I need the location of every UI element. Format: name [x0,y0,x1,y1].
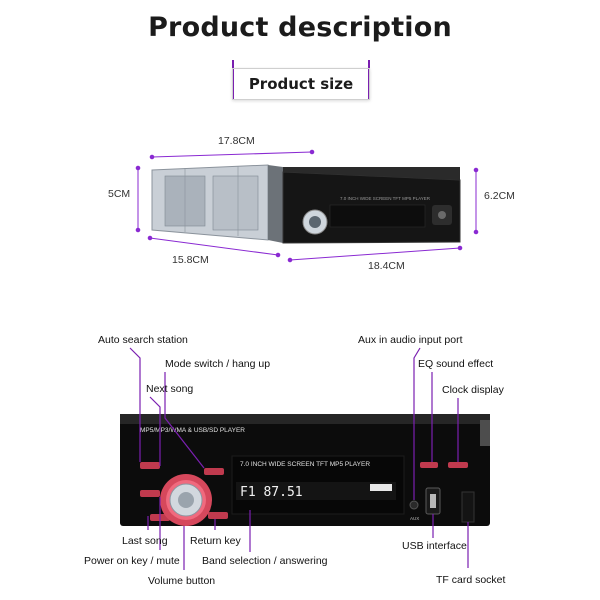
label-last-song: Last song [122,535,168,547]
dim-depth-chassis: 15.8CM [172,254,209,266]
label-eq: EQ sound effect [418,358,494,370]
dim-width-top: 17.8CM [218,135,255,147]
radio-front-view [120,414,490,526]
section-heading: Product size [232,68,370,100]
label-next-song: Next song [146,383,194,395]
dim-depth-total: 18.4CM [368,260,405,272]
panel-model-text: MP5/MP3/WMA & USB/SD PLAYER [140,427,245,434]
top-photo-caption: 7.0 INCH WIDE SCREEN TFT MP5 PLAYER [340,196,431,201]
label-auto-search: Auto search station [98,334,188,346]
label-mode-switch: Mode switch / hang up [165,358,271,370]
label-tf-card: TF card socket [436,574,506,586]
section-heading-label: Product size [248,75,354,93]
screen-caption: 7.0 INCH WIDE SCREEN TFT MP5 PLAYER [240,461,370,468]
dim-height-right: 6.2CM [484,190,515,202]
label-return-key: Return key [190,535,241,547]
radio-side-view [151,164,461,244]
label-usb: USB interface [402,540,467,552]
label-band: Band selection / answering [202,555,328,567]
label-aux-input: Aux in audio input port [358,334,463,346]
dim-height-left: 5CM [108,188,131,200]
title-rule-left [232,60,234,100]
callout-lines [129,347,469,570]
dimension-lines [135,149,479,263]
label-clock: Clock display [442,384,504,396]
label-power: Power on key / mute [84,555,180,567]
page-title: Product description [148,12,452,43]
aux-label: AUX [410,516,419,521]
label-volume: Volume button [148,575,216,587]
display-readout: F1 87.51 [240,485,303,500]
